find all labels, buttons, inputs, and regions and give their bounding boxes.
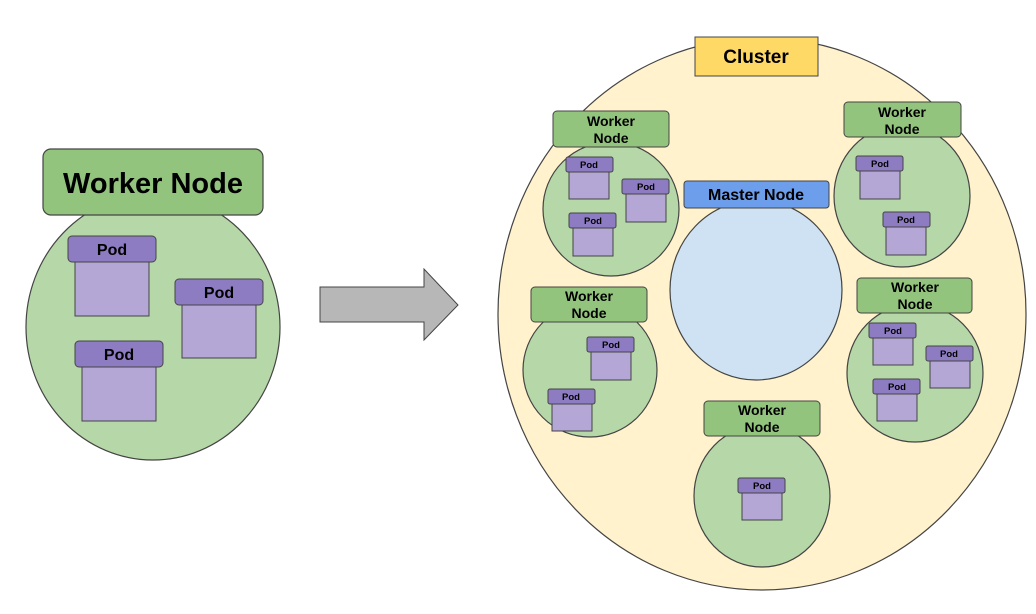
cluster-worker-node: Worker Node Pod Pod Pod bbox=[846, 277, 984, 443]
pod-label: Pod bbox=[940, 349, 958, 360]
pod-header bbox=[67, 235, 157, 263]
pod-label: Pod bbox=[602, 340, 620, 351]
pod: Pod bbox=[737, 477, 786, 521]
worker-node-title-line2: Node bbox=[594, 130, 629, 146]
pod: Pod bbox=[565, 156, 614, 200]
pod-body bbox=[929, 358, 971, 389]
pod-header bbox=[565, 156, 614, 173]
pod-header bbox=[737, 477, 786, 494]
worker-node-title-line1: Worker bbox=[565, 288, 614, 304]
master-node-title: Master Node bbox=[708, 187, 804, 204]
pod: Pod bbox=[621, 178, 670, 223]
pod-header bbox=[568, 212, 617, 229]
cluster: Cluster Master Node Worker Node Pod Pod bbox=[497, 36, 1027, 591]
master-node-body bbox=[669, 199, 843, 381]
master-node-label-box bbox=[683, 180, 830, 209]
worker-node-label-box bbox=[42, 148, 264, 216]
worker-node-title-line2: Node bbox=[572, 305, 607, 321]
worker-node-label-box bbox=[530, 286, 648, 323]
pod-body bbox=[590, 349, 632, 381]
pod-body bbox=[181, 301, 257, 359]
pod-label: Pod bbox=[888, 382, 906, 393]
pod: Pod bbox=[868, 322, 917, 366]
pod-label: Pod bbox=[753, 481, 771, 492]
pod-header bbox=[868, 322, 917, 339]
worker-node-title-line2: Node bbox=[898, 296, 933, 312]
pod-label: Pod bbox=[204, 285, 234, 302]
pod-body bbox=[74, 258, 150, 317]
worker-node-title-line1: Worker bbox=[587, 113, 636, 129]
pod-body bbox=[876, 391, 918, 422]
pod-label: Pod bbox=[637, 182, 655, 193]
worker-node-title-line1: Worker bbox=[738, 402, 787, 418]
master-node: Master Node bbox=[669, 180, 843, 381]
pod-body bbox=[81, 363, 157, 422]
worker-node-label-box bbox=[552, 110, 670, 148]
pod: Pod bbox=[855, 155, 904, 200]
pod: Pod bbox=[67, 235, 157, 317]
pod: Pod bbox=[882, 211, 931, 256]
pod-header bbox=[586, 336, 635, 353]
cluster-worker-node: Worker Node Pod bbox=[693, 400, 831, 568]
worker-node-title-line2: Node bbox=[885, 121, 920, 137]
cluster-label-box bbox=[694, 36, 819, 77]
cluster-worker-node: Worker Node Pod Pod Pod bbox=[542, 110, 680, 277]
pod-body bbox=[859, 168, 901, 200]
pod-header bbox=[882, 211, 931, 228]
pod-label: Pod bbox=[97, 242, 127, 259]
pod: Pod bbox=[925, 345, 974, 389]
pod-label: Pod bbox=[562, 392, 580, 403]
pod-header bbox=[174, 278, 264, 306]
pod-header bbox=[855, 155, 904, 172]
pod-label: Pod bbox=[871, 159, 889, 170]
pod-header bbox=[74, 340, 164, 368]
worker-node-title-line1: Worker bbox=[891, 279, 940, 295]
cluster-worker-node: Worker Node Pod Pod bbox=[522, 286, 658, 438]
worker-node-title-line2: Node bbox=[745, 419, 780, 435]
pod-body bbox=[741, 490, 783, 521]
pod-label: Pod bbox=[584, 216, 602, 227]
pod: Pod bbox=[547, 388, 596, 432]
worker-node-label-box bbox=[856, 277, 973, 314]
pod-label: Pod bbox=[580, 160, 598, 171]
pod-header bbox=[547, 388, 596, 405]
pod-body bbox=[551, 401, 593, 432]
pod: Pod bbox=[74, 340, 164, 422]
pod-body bbox=[572, 225, 614, 257]
pod-header bbox=[621, 178, 670, 195]
pod: Pod bbox=[586, 336, 635, 381]
pod: Pod bbox=[568, 212, 617, 257]
single-worker-node: Worker Node Pod Pod Pod bbox=[25, 148, 281, 461]
pod-header bbox=[925, 345, 974, 362]
pod-body bbox=[885, 224, 927, 256]
pod: Pod bbox=[174, 278, 264, 359]
pod-body bbox=[568, 169, 610, 200]
pod-label: Pod bbox=[104, 347, 134, 364]
pod-body bbox=[625, 191, 667, 223]
worker-node-title-line1: Worker bbox=[878, 104, 927, 120]
pod-label: Pod bbox=[897, 215, 915, 226]
pod-header bbox=[872, 378, 921, 395]
cluster-title: Cluster bbox=[723, 47, 789, 68]
cluster-worker-node: Worker Node Pod Pod bbox=[833, 101, 971, 268]
worker-node-label-box bbox=[843, 101, 962, 138]
right-arrow-icon bbox=[319, 267, 459, 342]
pod-body bbox=[872, 335, 914, 366]
worker-node-title: Worker Node bbox=[63, 168, 243, 200]
worker-node-label-box bbox=[703, 400, 821, 437]
pod: Pod bbox=[872, 378, 921, 422]
pod-label: Pod bbox=[884, 326, 902, 337]
